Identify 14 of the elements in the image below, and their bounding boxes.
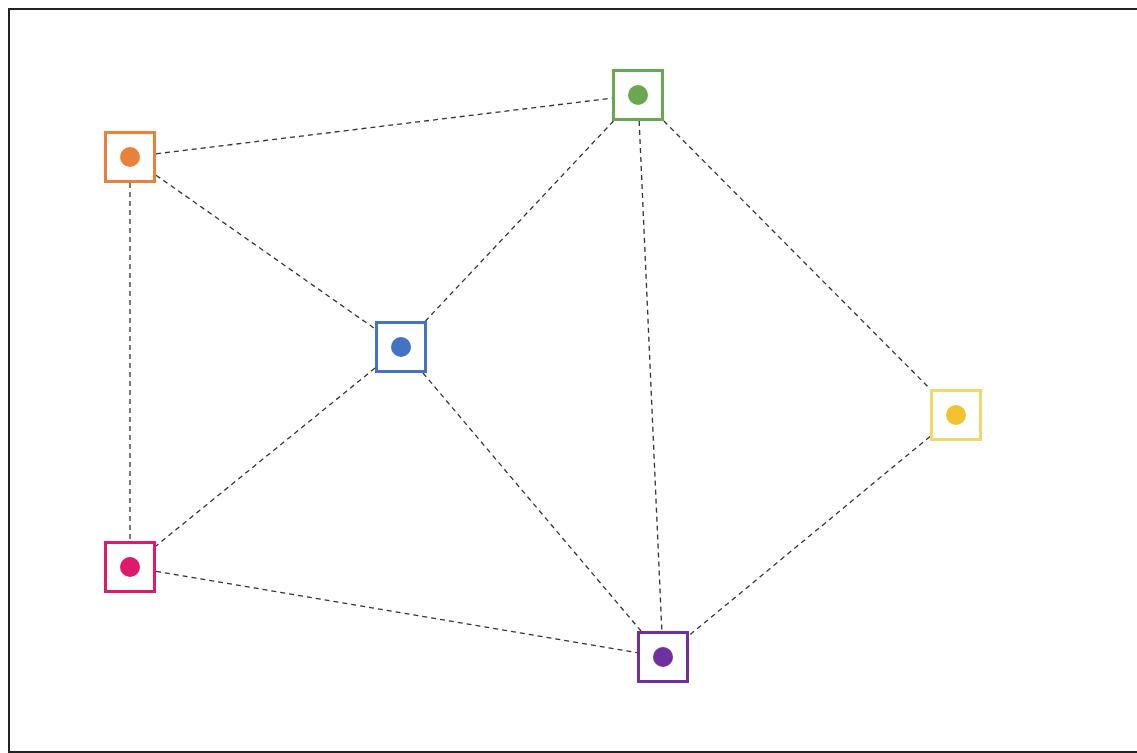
square-node bbox=[612, 69, 664, 121]
connector-line bbox=[155, 174, 376, 330]
connector-line bbox=[155, 367, 376, 547]
square-node bbox=[375, 321, 427, 373]
connector-line bbox=[424, 120, 615, 322]
connector-line bbox=[638, 120, 663, 632]
connector-line bbox=[155, 570, 638, 654]
square-node bbox=[104, 541, 156, 593]
square-node bbox=[637, 631, 689, 683]
connector-line bbox=[422, 372, 642, 632]
square-node bbox=[930, 389, 982, 441]
connector-line bbox=[129, 182, 131, 542]
square-node bbox=[104, 131, 156, 183]
connector-line bbox=[688, 435, 931, 637]
